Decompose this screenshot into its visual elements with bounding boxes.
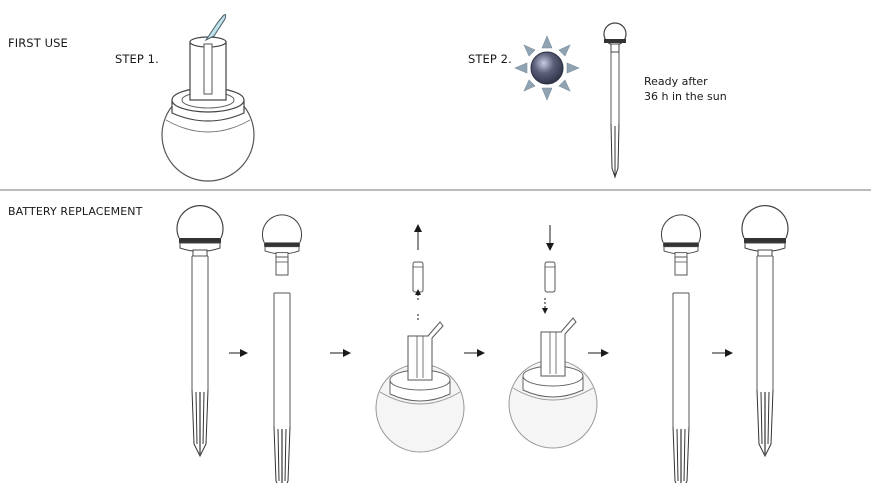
ready-note: Ready after 36 h in the sun [644, 74, 727, 104]
lamp-separated-2 [660, 214, 702, 483]
ready-note-line-2: 36 h in the sun [644, 90, 727, 103]
ready-lamp-illustration [603, 22, 627, 179]
battery-insert-illustration [508, 225, 598, 449]
lamp-separated-1 [261, 214, 303, 483]
section-title-first-use: FIRST USE [8, 36, 68, 50]
section-title-battery-replacement: BATTERY REPLACEMENT [8, 205, 143, 218]
step-1-label: STEP 1. [115, 52, 159, 66]
battery-removal-illustration [375, 224, 465, 453]
step1-illustration [161, 14, 255, 182]
lamp-assembled-2 [741, 205, 789, 457]
sun-icon [514, 35, 580, 101]
ready-note-line-1: Ready after [644, 75, 708, 88]
lamp-assembled-1 [176, 205, 224, 457]
step-2-label: STEP 2. [468, 52, 512, 66]
